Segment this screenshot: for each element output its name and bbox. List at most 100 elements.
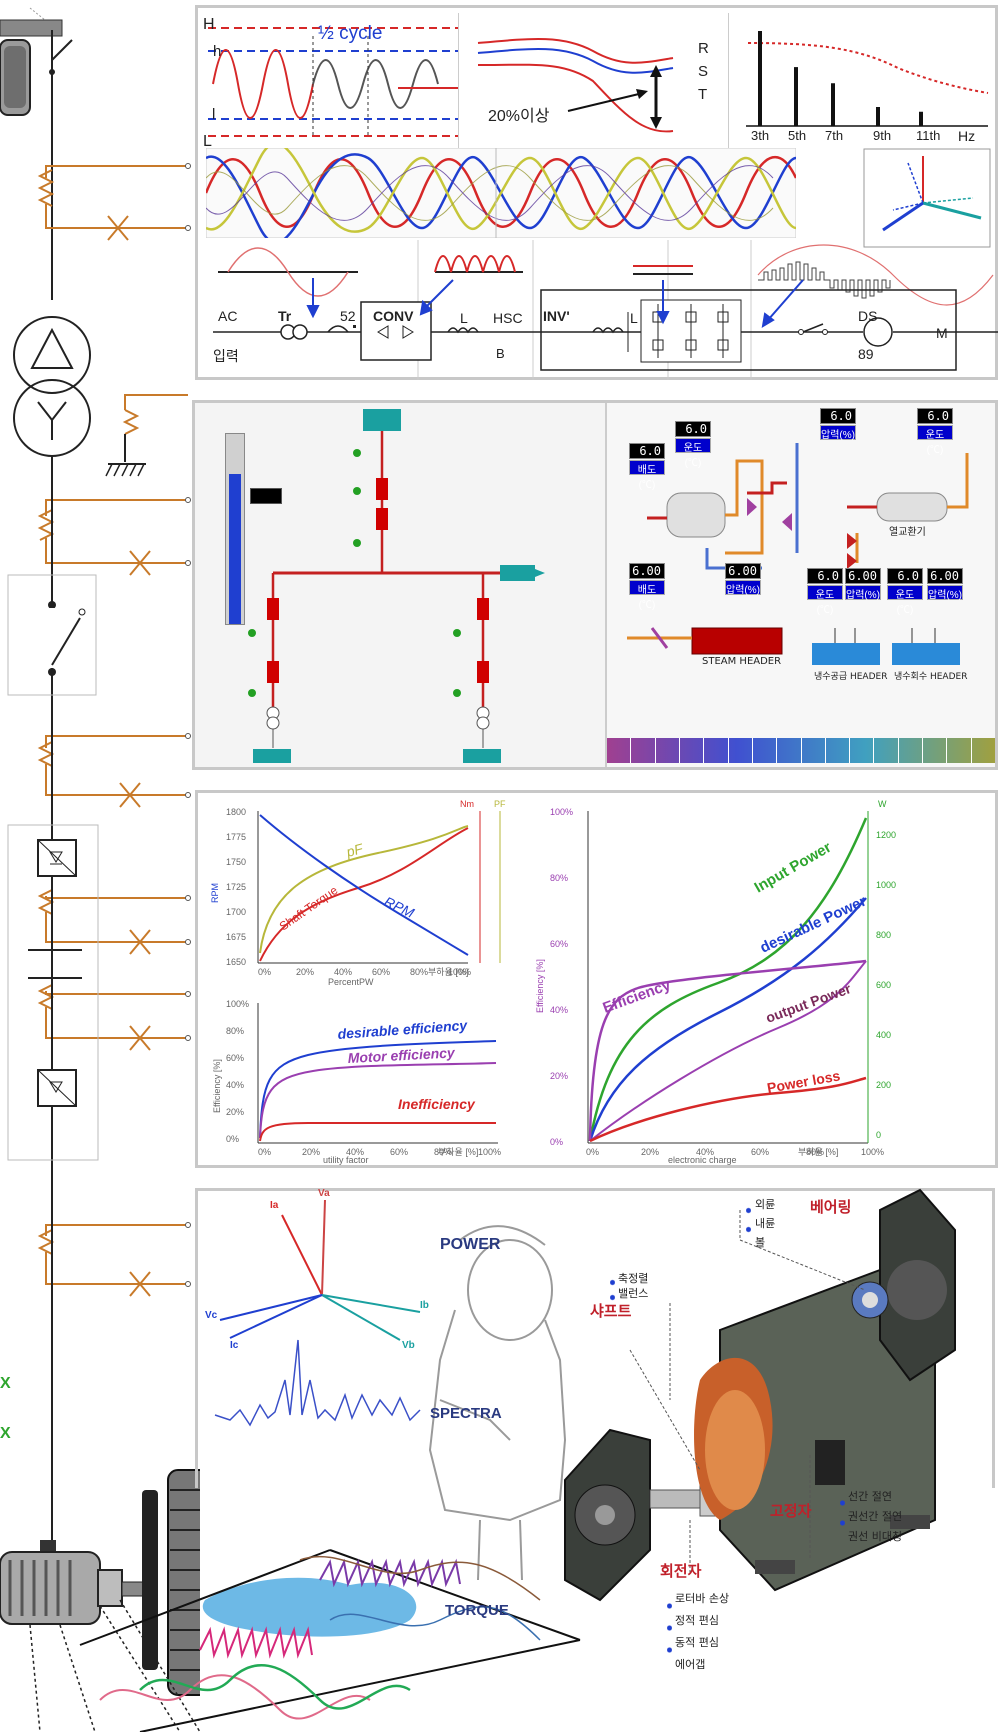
meter-value-2: 6.0	[820, 408, 856, 424]
power-x-tick: 80%	[806, 1147, 824, 1157]
meter-unit-4: 배도(℃)	[629, 580, 665, 611]
torque-curve	[259, 827, 469, 962]
order-9: 9th	[873, 128, 892, 143]
rpm-tick: 1775	[226, 832, 246, 842]
level-L: L	[203, 133, 212, 150]
efficiency-curve	[588, 959, 867, 1142]
order-7: 7th	[825, 128, 844, 143]
eff-x-tick: 60%	[390, 1147, 408, 1157]
feeder-tag-1	[253, 749, 291, 763]
inefficiency-curve	[259, 1122, 496, 1142]
output-power-label: output Power	[764, 980, 854, 1026]
tr-label: Tr	[278, 308, 292, 324]
power-right-tick: 400	[876, 1030, 891, 1040]
meter-unit-5: 압력(%)	[725, 580, 761, 596]
torque-label: TORQUE	[445, 1602, 509, 1619]
hsc-label: HSC	[493, 310, 523, 326]
supply-header-label: 냉수공급 HEADER	[814, 672, 888, 682]
pf-curve	[259, 825, 469, 954]
bearing-title: 베어링	[810, 1198, 852, 1216]
nm-label: Nm	[460, 799, 474, 809]
shaft-bullets	[610, 1275, 615, 1307]
rotor-bullets	[667, 1595, 672, 1665]
half-cycle-label: ½ cycle	[318, 23, 383, 44]
vector-ib: Ib	[420, 1300, 429, 1311]
meter-unit-8: 운도(℃)	[887, 585, 923, 616]
rpm-curve-label: RPM	[382, 893, 417, 921]
eff-tick: 0%	[226, 1134, 239, 1144]
pf-axis-label: PF	[494, 799, 506, 809]
inv-label: INV'	[543, 308, 570, 324]
shaft-item-2: 밸런스	[618, 1287, 649, 1300]
vector-vc: Vc	[205, 1310, 218, 1321]
power-right-tick: 600	[876, 980, 891, 990]
torque-xlabel: PercentPW	[328, 977, 374, 987]
n89-label: 89	[858, 346, 874, 362]
eff-tick: 20%	[226, 1107, 244, 1117]
inefficiency-label: Inefficiency	[398, 1096, 476, 1112]
bearing-item-1: 외륜	[755, 1198, 776, 1211]
power-right-tick: 1000	[876, 880, 896, 890]
level-gauge	[225, 433, 245, 625]
three-phase-waves	[206, 148, 796, 238]
power-label: POWER	[440, 1236, 501, 1253]
meter-unit-0: 운도(℃)	[675, 438, 711, 469]
power-tick: 100%	[550, 807, 573, 817]
desirable-power-label: desirable Power	[758, 893, 870, 957]
rpm-tick: 1700	[226, 907, 246, 917]
level-l: l	[212, 106, 216, 123]
output-power-curve	[589, 960, 867, 1142]
bearing-bullets	[746, 1201, 751, 1245]
phase-S: S	[698, 63, 709, 80]
b-label: B	[496, 346, 505, 361]
pf-curve-label: pF	[344, 840, 366, 860]
ds-label: DS	[858, 308, 878, 324]
eff-tick: 100%	[226, 999, 249, 1009]
x-mark-2: X	[0, 1425, 11, 1442]
power-loss-curve	[589, 1076, 867, 1143]
vfd-drive-line	[213, 240, 998, 380]
power-ylabel: Efficiency [%]	[535, 959, 545, 1013]
hz-label: Hz	[958, 128, 976, 144]
power-right-tick: 800	[876, 930, 891, 940]
power-tick: 60%	[550, 939, 568, 949]
power-tick: 0%	[550, 1137, 563, 1147]
input-label: 입력	[213, 348, 239, 364]
conv-label: CONV	[373, 308, 414, 324]
meter-value-4: 6.00	[629, 563, 665, 579]
torque-x-tick: 40%	[334, 967, 352, 977]
rpm-tick: 1650	[226, 957, 246, 967]
rst-sag-waveform	[477, 38, 674, 133]
motor-curves-charts: 18001775175017251700167516500%20%40%60%8…	[210, 799, 896, 1165]
sag-label: 20%이상	[488, 108, 550, 125]
eff-ylabel: Efficiency [%]	[212, 1059, 222, 1113]
eff-xunit: 부하율 [%]	[438, 1147, 478, 1157]
rpm-axis-label: RPM	[210, 883, 220, 903]
hmi-tab-bar[interactable]	[607, 738, 995, 763]
meter-unit-3: 운도(℃)	[917, 425, 953, 456]
feeder-tag-2	[463, 749, 501, 763]
motor-eff-curve	[259, 1062, 497, 1139]
rotor-item-2: 정적 편심	[675, 1614, 719, 1627]
vector-ia: Ia	[270, 1200, 279, 1211]
harmonic-spectrum	[746, 31, 989, 127]
meter-value-6: 6.0	[807, 568, 843, 584]
eff-x-tick: 40%	[346, 1147, 364, 1157]
harmonic-bar-4	[919, 111, 923, 126]
meter-value-9: 6.00	[927, 568, 963, 584]
meter-unit-7: 압력(%)	[845, 585, 881, 601]
eff-x-tick: 100%	[478, 1147, 501, 1157]
power-xlabel: electronic charge	[668, 1155, 737, 1165]
bearing-item-3: 볼	[755, 1236, 766, 1249]
torque-x-tick: 80%	[410, 967, 428, 977]
order-3: 3th	[751, 128, 770, 143]
breaker-52-label: 52	[340, 308, 356, 324]
rotor-item-4: 에어갭	[675, 1658, 706, 1671]
torque-x-tick: 60%	[372, 967, 390, 977]
rotor-item-1: 로터바 손상	[675, 1592, 730, 1605]
rpm-curve	[259, 814, 469, 956]
stator-item-3: 권선 비대칭	[848, 1530, 903, 1543]
meter-unit-1: 배도(℃)	[629, 460, 665, 491]
